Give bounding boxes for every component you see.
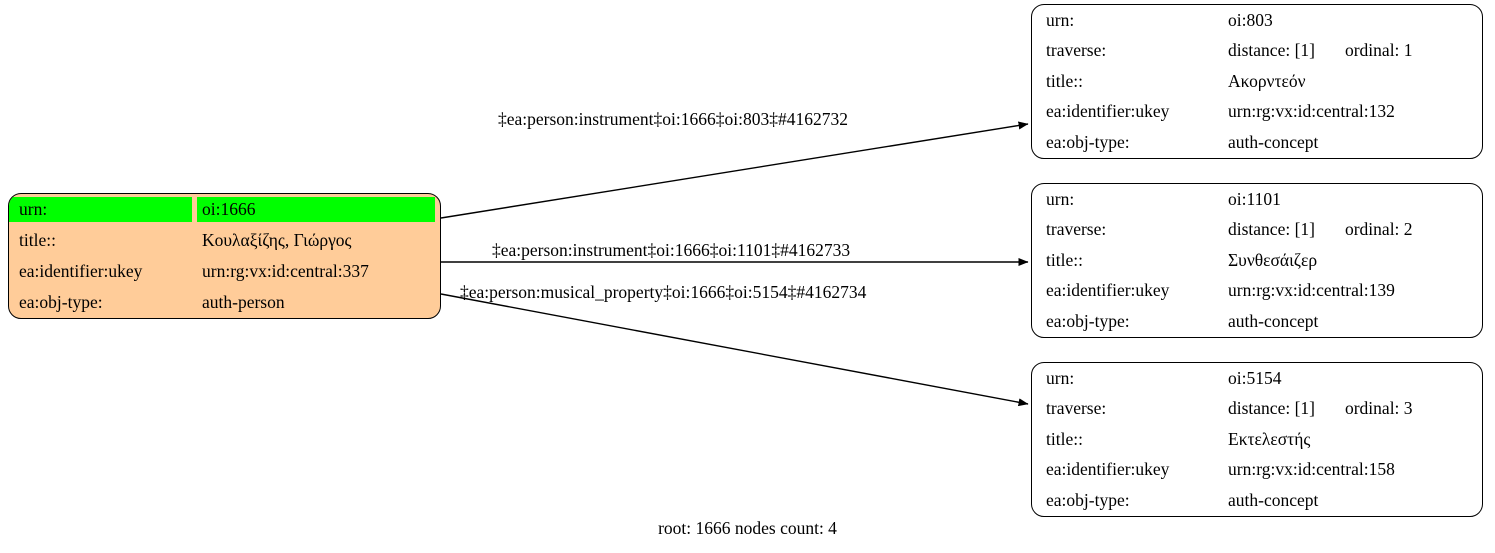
table-row: ea:obj-type: auth-concept <box>1032 485 1482 516</box>
target-1-distance: distance: [1] <box>1228 219 1315 240</box>
target-2-row-1-value: distance: [1] ordinal: 3 <box>1228 394 1482 425</box>
target-0-distance: distance: [1] <box>1228 40 1315 61</box>
target-2-rows: urn: oi:5154 traverse: distance: [1] ordi… <box>1032 363 1482 516</box>
table-row: urn: oi:5154 <box>1032 363 1482 394</box>
edge-label-oi5154: ‡ea:person:musical_property‡oi:1666‡oi:5… <box>460 282 867 302</box>
edge-line-oi803 <box>440 121 1029 219</box>
root-row-0-value: oi:1666 <box>197 194 440 225</box>
table-row: ea:obj-type: auth-person <box>9 287 440 318</box>
target-0-row-1-key: traverse: <box>1046 40 1107 61</box>
target-2-row-2-value: Εκτελεστής <box>1228 428 1311 449</box>
target-2-ordinal: ordinal: 3 <box>1344 398 1413 419</box>
table-row: title:: Ακορντεόν <box>1032 66 1482 97</box>
target-1-row-3-key: ea:identifier:ukey <box>1046 280 1170 301</box>
root-row-2-key: ea:identifier:ukey <box>19 260 143 281</box>
target-0-row-4-value: auth-concept <box>1228 131 1319 152</box>
node-target-oi803[interactable]: urn: oi:803 traverse: distance: [1] ordin… <box>1031 4 1483 159</box>
target-2-row-3-value: urn:rg:vx:id:central:158 <box>1228 459 1395 480</box>
target-0-row-0-key: urn: <box>1046 9 1075 30</box>
target-1-row-1-value: distance: [1] ordinal: 2 <box>1228 215 1482 246</box>
table-row: urn: oi:803 <box>1032 5 1482 36</box>
target-0-rows: urn: oi:803 traverse: distance: [1] ordin… <box>1032 5 1482 158</box>
target-1-row-2-key: title:: <box>1046 249 1083 270</box>
target-0-row-1-value: distance: [1] ordinal: 1 <box>1228 36 1482 67</box>
table-row: title:: Εκτελεστής <box>1032 424 1482 455</box>
target-2-row-2-key: title:: <box>1046 428 1083 449</box>
target-0-row-2-value: Ακορντεόν <box>1228 70 1306 91</box>
table-row: ea:identifier:ukey urn:rg:vx:id:central:… <box>9 256 440 287</box>
target-2-row-3-key: ea:identifier:ukey <box>1046 459 1170 480</box>
table-row: traverse: distance: [1] ordinal: 2 <box>1032 215 1482 246</box>
table-row: traverse: distance: [1] ordinal: 1 <box>1032 36 1482 67</box>
root-row-3-key: ea:obj-type: <box>19 291 103 312</box>
edge-line-oi5154 <box>440 293 1029 407</box>
node-root-oi1666[interactable]: urn: oi:1666 title:: Κουλαξίζης, Γιώργος… <box>8 193 441 319</box>
table-row: urn: oi:1101 <box>1032 184 1482 215</box>
table-row: title:: Κουλαξίζης, Γιώργος <box>9 225 440 256</box>
target-2-row-1-key: traverse: <box>1046 398 1107 419</box>
target-1-row-4-key: ea:obj-type: <box>1046 310 1130 331</box>
table-row: ea:identifier:ukey urn:rg:vx:id:central:… <box>1032 97 1482 128</box>
root-node-rows: urn: oi:1666 title:: Κουλαξίζης, Γιώργος… <box>9 194 440 318</box>
target-2-row-0-key: urn: <box>1046 367 1075 388</box>
target-1-row-3-value: urn:rg:vx:id:central:139 <box>1228 280 1395 301</box>
target-1-row-1-key: traverse: <box>1046 219 1107 240</box>
target-0-row-0-value: oi:803 <box>1228 9 1273 30</box>
target-1-row-2-value: Συνθεσάιζερ <box>1228 249 1318 270</box>
highlight-background <box>197 197 435 222</box>
target-1-row-0-key: urn: <box>1046 188 1075 209</box>
table-row: ea:obj-type: auth-concept <box>1032 127 1482 158</box>
target-1-ordinal: ordinal: 2 <box>1344 219 1413 240</box>
root-row-1-key: title:: <box>19 229 56 250</box>
target-1-rows: urn: oi:1101 traverse: distance: [1] ordi… <box>1032 184 1482 337</box>
target-0-ordinal: ordinal: 1 <box>1344 40 1413 61</box>
target-1-row-4-value: auth-concept <box>1228 310 1319 331</box>
table-row: ea:identifier:ukey urn:rg:vx:id:central:… <box>1032 276 1482 307</box>
edge-label-oi1101: ‡ea:person:instrument‡oi:1666‡oi:1101‡#4… <box>492 240 851 260</box>
target-2-row-4-key: ea:obj-type: <box>1046 489 1130 510</box>
root-row-0-key: urn: <box>9 194 197 225</box>
target-0-row-4-key: ea:obj-type: <box>1046 131 1130 152</box>
table-row: ea:obj-type: auth-concept <box>1032 306 1482 337</box>
root-row-3-value: auth-person <box>202 291 285 312</box>
graph-footer-caption: root: 1666 nodes count: 4 <box>658 518 837 538</box>
target-2-row-0-value: oi:5154 <box>1228 367 1282 388</box>
root-row-0-key-text: urn: <box>19 198 48 219</box>
table-row: traverse: distance: [1] ordinal: 3 <box>1032 394 1482 425</box>
table-row: urn: oi:1666 <box>9 194 440 225</box>
target-0-row-2-key: title:: <box>1046 70 1083 91</box>
node-target-oi5154[interactable]: urn: oi:5154 traverse: distance: [1] ordi… <box>1031 362 1483 517</box>
target-2-distance: distance: [1] <box>1228 398 1315 419</box>
root-row-2-value: urn:rg:vx:id:central:337 <box>202 260 369 281</box>
edge-label-oi803: ‡ea:person:instrument‡oi:1666‡oi:803‡#41… <box>498 109 848 129</box>
table-row: ea:identifier:ukey urn:rg:vx:id:central:… <box>1032 455 1482 486</box>
target-2-row-4-value: auth-concept <box>1228 489 1319 510</box>
table-row: title:: Συνθεσάιζερ <box>1032 245 1482 276</box>
highlight-background <box>9 197 192 222</box>
root-row-1-value: Κουλαξίζης, Γιώργος <box>202 229 352 250</box>
target-0-row-3-key: ea:identifier:ukey <box>1046 101 1170 122</box>
root-row-0-value-text: oi:1666 <box>202 198 256 219</box>
target-0-row-3-value: urn:rg:vx:id:central:132 <box>1228 101 1395 122</box>
node-target-oi1101[interactable]: urn: oi:1101 traverse: distance: [1] ordi… <box>1031 183 1483 338</box>
target-1-row-0-value: oi:1101 <box>1228 188 1281 209</box>
